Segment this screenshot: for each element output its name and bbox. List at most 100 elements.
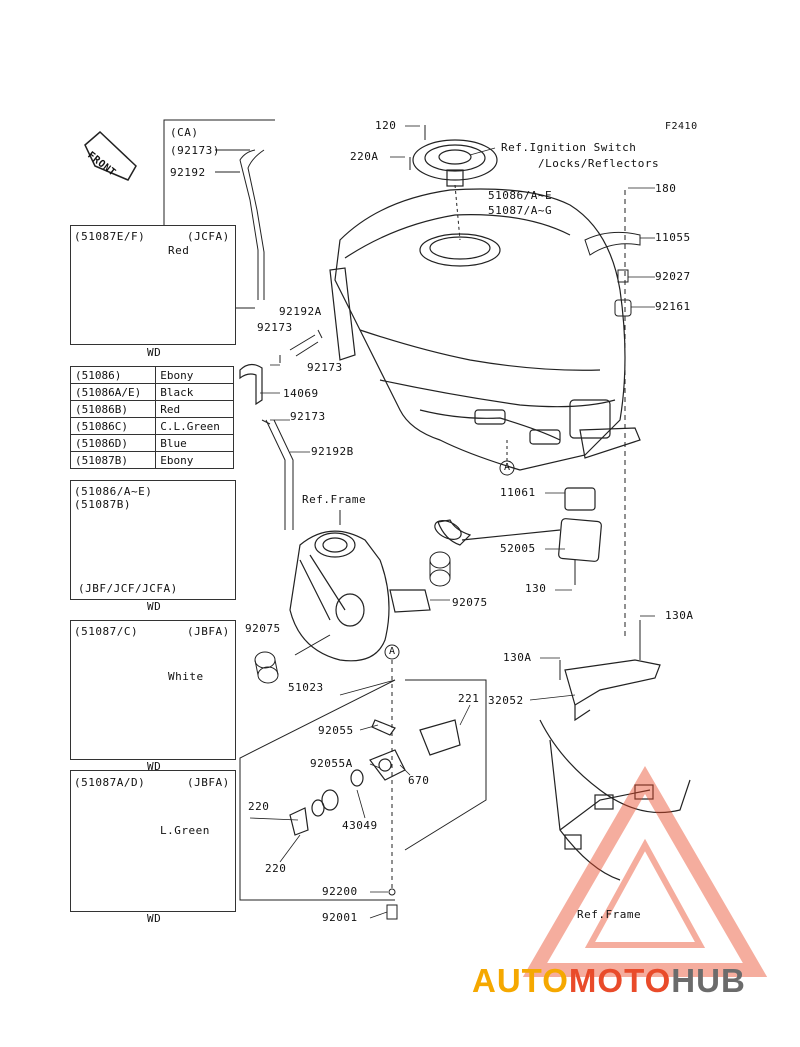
marker-a-tap	[384, 644, 400, 660]
damper-92161	[614, 299, 632, 317]
bracket-11055	[584, 231, 641, 256]
color-row: (51086B)Red	[69, 400, 234, 418]
color-code: (51086D)	[69, 434, 157, 452]
callout-92055A: 92055A	[310, 757, 353, 770]
callout-220-b: 220	[265, 862, 287, 875]
damper-92075-lower	[254, 651, 279, 684]
jcfa-region: (JCFA)	[187, 230, 230, 243]
watermark-part-3: HUB	[671, 962, 746, 999]
color-name: Blue	[155, 434, 234, 452]
callout-51023: 51023	[288, 681, 324, 694]
main-code-1: (51086/A~E)	[74, 485, 153, 498]
callout-92173-b: 92173	[307, 361, 343, 374]
inset-jbfa-lgreen	[70, 770, 236, 912]
fuel-tap-illustration	[289, 719, 461, 836]
callout-92001: 92001	[322, 911, 358, 924]
lgreen-color: L.Green	[160, 824, 210, 837]
fuel-pump-illustration	[434, 487, 602, 562]
white-color: White	[168, 670, 204, 683]
color-variant-table: (51086)Ebony (51086A/E)Black (51086B)Red…	[69, 366, 234, 469]
callout-670: 670	[408, 774, 430, 787]
jcfa-wd: WD	[147, 346, 162, 359]
callout-92192B: 92192B	[311, 445, 354, 458]
callout-130: 130	[525, 582, 547, 595]
callout-14069: 14069	[283, 387, 319, 400]
color-name: Black	[155, 383, 234, 401]
lgreen-wd: WD	[147, 912, 162, 925]
hose-14069	[239, 363, 263, 406]
filler-cap-illustration	[412, 139, 498, 187]
lgreen-region: (JBFA)	[187, 776, 230, 789]
color-row: (51086)Ebony	[69, 366, 234, 384]
inset-main-tank	[70, 480, 236, 600]
fuel-tap-assembly-bracket	[239, 679, 396, 901]
color-name: Ebony	[155, 451, 234, 469]
callout-92055: 92055	[318, 724, 354, 737]
callout-ref-frame-2: Ref.Frame	[577, 908, 642, 921]
watermark-triangle-logo	[522, 766, 768, 977]
jcfa-code: (51087E/F)	[74, 230, 146, 243]
callout-180: 180	[655, 182, 677, 195]
callout-221: 221	[458, 692, 480, 705]
callout-52005: 52005	[500, 542, 536, 555]
fuel-tank-illustration	[329, 188, 641, 471]
callout-43049: 43049	[342, 819, 378, 832]
color-row: (51086D)Blue	[69, 434, 234, 452]
callout-ref-ignition-2: /Locks/Reflectors	[538, 157, 660, 170]
callout-32052: 32052	[488, 694, 524, 707]
marker-a-tap-label: A	[389, 646, 396, 657]
lgreen-code: (51087A/D)	[74, 776, 146, 789]
hose-92192B	[265, 419, 294, 530]
inset-jcfa	[70, 225, 236, 345]
callout-11061: 11061	[500, 486, 536, 499]
inset-jbfa-white	[70, 620, 236, 760]
callout-51086: 51086/A~E	[488, 189, 553, 202]
color-code: (51086C)	[69, 417, 157, 435]
color-row: (51086C)C.L.Green	[69, 417, 234, 435]
callout-92161: 92161	[655, 300, 691, 313]
callout-92075-b: 92075	[245, 622, 281, 635]
color-code: (51086A/E)	[69, 383, 157, 401]
main-wd: WD	[147, 600, 162, 613]
callout-ref-ignition-1: Ref.Ignition Switch	[501, 141, 637, 154]
callout-220-a: 220	[248, 800, 270, 813]
color-code: (51086)	[69, 366, 157, 384]
ca-part-92173: (92173)	[170, 144, 220, 157]
callout-11055: 11055	[655, 231, 691, 244]
color-name: Ebony	[155, 366, 234, 384]
white-region: (JBFA)	[187, 625, 230, 638]
marker-a-tank-label: A	[504, 462, 511, 473]
watermark-logo: AUTOMOTOHUB	[472, 962, 746, 1000]
callout-220A: 220A	[350, 150, 379, 163]
callout-51087: 51087/A~G	[488, 204, 553, 217]
watermark-part-2: MOTO	[568, 962, 672, 999]
callout-130A-1: 130A	[665, 609, 694, 622]
callout-92173-a: 92173	[257, 321, 293, 334]
color-code: (51086B)	[69, 400, 157, 418]
callout-130A-2: 130A	[503, 651, 532, 664]
frame-corner-illustration	[539, 719, 691, 881]
ca-inset-title: (CA)	[170, 126, 199, 139]
figure-id: F2410	[665, 121, 698, 132]
ca-part-92192: 92192	[170, 166, 206, 179]
callout-92192A: 92192A	[279, 305, 322, 318]
white-code: (51087/C)	[74, 625, 139, 638]
color-name: C.L.Green	[155, 417, 234, 435]
callout-92075-a: 92075	[452, 596, 488, 609]
main-code-2: (51087B)	[74, 498, 131, 511]
bracket-32052	[564, 659, 661, 722]
callout-92200: 92200	[322, 885, 358, 898]
color-code: (51087B)	[69, 451, 157, 469]
color-row: (51086A/E)Black	[69, 383, 234, 401]
pipe-92192A	[289, 334, 319, 357]
front-arrow-icon	[84, 130, 137, 181]
jcfa-color: Red	[168, 244, 190, 257]
callout-120: 120	[375, 119, 397, 132]
main-regions: (JBF/JCF/JCFA)	[78, 582, 178, 595]
color-name: Red	[155, 400, 234, 418]
callout-92173-c: 92173	[290, 410, 326, 423]
frame-illustration	[289, 530, 431, 662]
hose-92192-ca	[239, 149, 265, 300]
damper-92075-upper	[429, 551, 451, 587]
white-wd: WD	[147, 760, 162, 773]
